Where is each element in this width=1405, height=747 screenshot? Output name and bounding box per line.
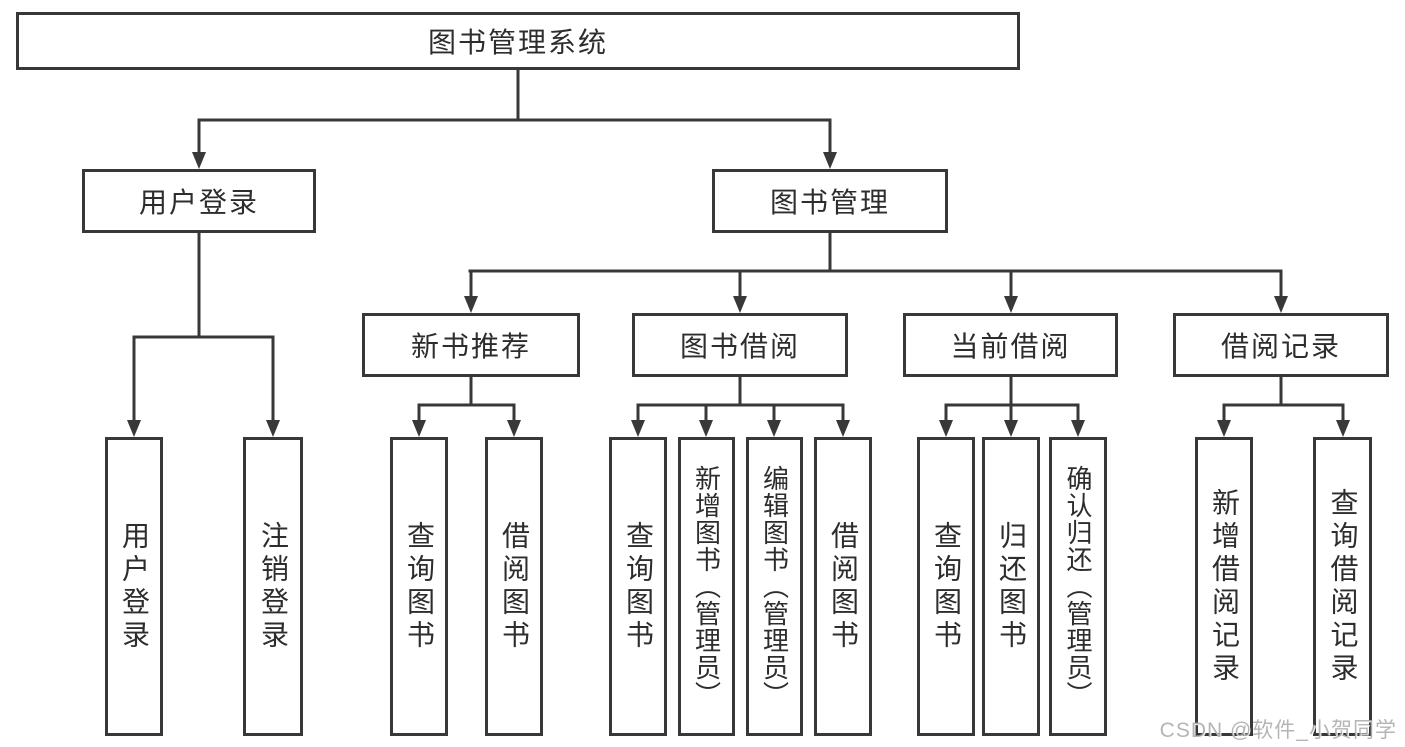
node-new-book-recommend: 新书推荐 (362, 313, 580, 377)
node-leaf-add-book-admin-label: 新增图书（管理员） (691, 465, 722, 708)
node-borrow-records: 借阅记录 (1173, 313, 1389, 377)
node-leaf-user-login-label: 用户登录 (119, 520, 150, 653)
rail-lines (132, 118, 1345, 407)
node-leaf-add-borrow-record-label: 新增借阅记录 (1209, 487, 1240, 686)
node-root: 图书管理系统 (16, 12, 1020, 70)
node-leaf-query-book-2-label: 查询图书 (623, 520, 654, 653)
node-leaf-edit-book-admin-label: 编辑图书（管理员） (759, 465, 790, 708)
node-leaf-user-login: 用户登录 (105, 437, 163, 736)
node-user-login: 用户登录 (82, 169, 316, 233)
node-leaf-add-borrow-record: 新增借阅记录 (1195, 437, 1253, 736)
node-current-borrow: 当前借阅 (903, 313, 1118, 377)
node-leaf-borrow-book-1-label: 借阅图书 (499, 520, 530, 653)
node-leaf-borrow-book-2: 借阅图书 (814, 437, 872, 736)
node-leaf-confirm-return-admin-label: 确认归还（管理员） (1063, 465, 1093, 708)
node-leaf-query-book-3: 查询图书 (917, 437, 975, 736)
node-leaf-query-book-1: 查询图书 (390, 437, 448, 736)
watermark: CSDN @软件_小贺同学 (1159, 719, 1397, 742)
node-leaf-edit-book-admin: 编辑图书（管理员） (746, 437, 803, 736)
node-book-borrow: 图书借阅 (632, 313, 848, 377)
node-leaf-return-book-label: 归还图书 (996, 520, 1027, 653)
node-leaf-return-book: 归还图书 (982, 437, 1040, 736)
node-leaf-query-borrow-record: 查询借阅记录 (1313, 437, 1372, 736)
node-leaf-logout-label: 注销登录 (258, 520, 289, 653)
node-leaf-query-borrow-record-label: 查询借阅记录 (1327, 487, 1359, 686)
node-leaf-confirm-return-admin: 确认归还（管理员） (1049, 437, 1107, 736)
stub-lines (132, 120, 1345, 422)
node-leaf-query-book-2: 查询图书 (609, 437, 667, 736)
node-book-management: 图书管理 (712, 169, 948, 233)
trunk-lines (197, 69, 1283, 406)
node-leaf-logout: 注销登录 (243, 437, 303, 736)
node-leaf-query-book-3-label: 查询图书 (931, 520, 962, 653)
node-leaf-borrow-book-1: 借阅图书 (485, 437, 543, 736)
node-leaf-add-book-admin: 新增图书（管理员） (678, 437, 735, 736)
node-leaf-borrow-book-2-label: 借阅图书 (828, 520, 859, 653)
node-leaf-query-book-1-label: 查询图书 (404, 520, 435, 653)
